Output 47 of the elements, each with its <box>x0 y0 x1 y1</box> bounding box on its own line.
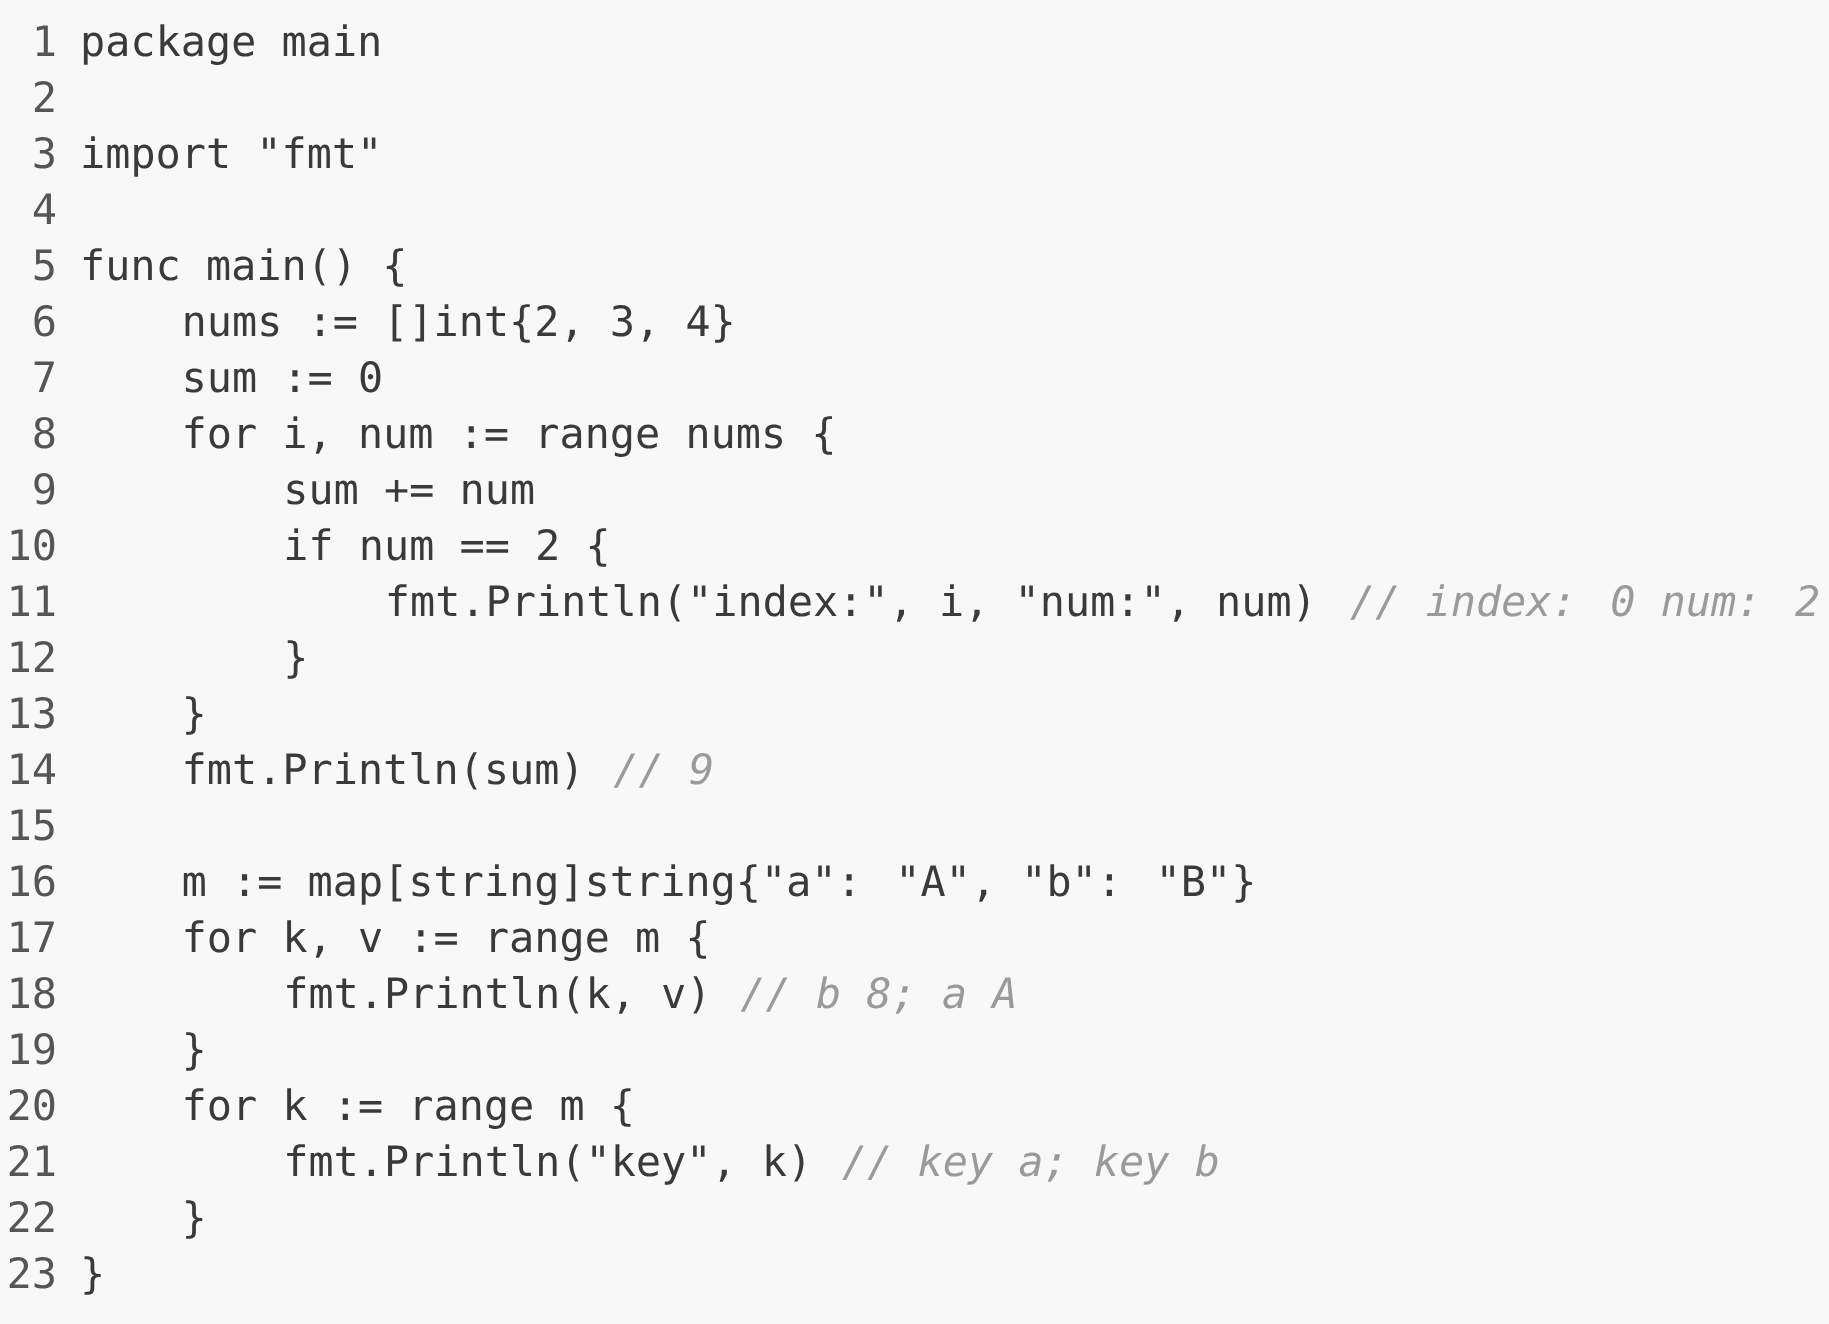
code-line: sum += num <box>287 480 534 505</box>
line-number: 20 <box>9 1088 55 1121</box>
line-number: 19 <box>11 1032 55 1065</box>
code-line: for k := range m { <box>185 1088 631 1129</box>
code-line: nums := []int{2, 3, 4} <box>185 304 732 343</box>
line-number: 9 <box>34 472 55 505</box>
code-line: func main() { <box>84 248 403 287</box>
line-number: 1 <box>36 25 55 56</box>
line-number: 4 <box>33 193 55 224</box>
line-number: 13 <box>11 696 54 729</box>
line-number: 21 <box>9 1144 55 1176</box>
code-line: fmt.Println("key", k) <box>287 1144 804 1185</box>
code-line: fmt.Println(sum) <box>185 752 576 790</box>
code-line: } <box>186 696 203 735</box>
line-number: 14 <box>11 753 55 784</box>
code-line: } <box>186 1032 203 1071</box>
line-number: 18 <box>11 976 55 1009</box>
code-line: sum := 0 <box>185 360 381 393</box>
line-number: 17 <box>11 921 54 952</box>
code-comment: // b 8; a A <box>740 976 1014 1014</box>
code-comment: // key a; key b <box>842 1144 1218 1185</box>
code-line: } <box>186 1200 203 1239</box>
code-comment: // 9 <box>613 752 712 788</box>
line-number: 10 <box>11 528 55 561</box>
code-line: if num == 2 { <box>286 528 607 567</box>
code-line: for k, v := range m { <box>185 920 707 961</box>
line-number: 23 <box>9 1256 54 1289</box>
line-number: 22 <box>9 1200 54 1232</box>
line-number: 11 <box>11 585 55 616</box>
line-number: 6 <box>34 304 55 337</box>
line-number: 8 <box>34 416 55 449</box>
line-number: 16 <box>11 864 55 897</box>
line-number: 7 <box>34 361 54 392</box>
code-line: m := map[string]string{"a": "A", "b": "B"} <box>183 864 1252 905</box>
code-comment: // index: 0 num: 2 <box>1350 584 1818 620</box>
line-number: 12 <box>11 640 54 672</box>
code-line: } <box>287 640 304 679</box>
line-number: 3 <box>34 136 54 169</box>
code-line: package main <box>83 24 379 65</box>
line-number: 15 <box>11 809 54 841</box>
line-number: 2 <box>34 80 54 112</box>
code-line: for i, num := range nums { <box>185 416 832 457</box>
code-line: fmt.Println("index:", i, "num:", num) <box>388 584 1309 622</box>
code-line: fmt.Println(k, v) <box>287 976 703 1014</box>
code-line: } <box>84 1256 101 1295</box>
line-number: 5 <box>34 249 54 281</box>
code-line: import "fmt" <box>83 136 376 177</box>
